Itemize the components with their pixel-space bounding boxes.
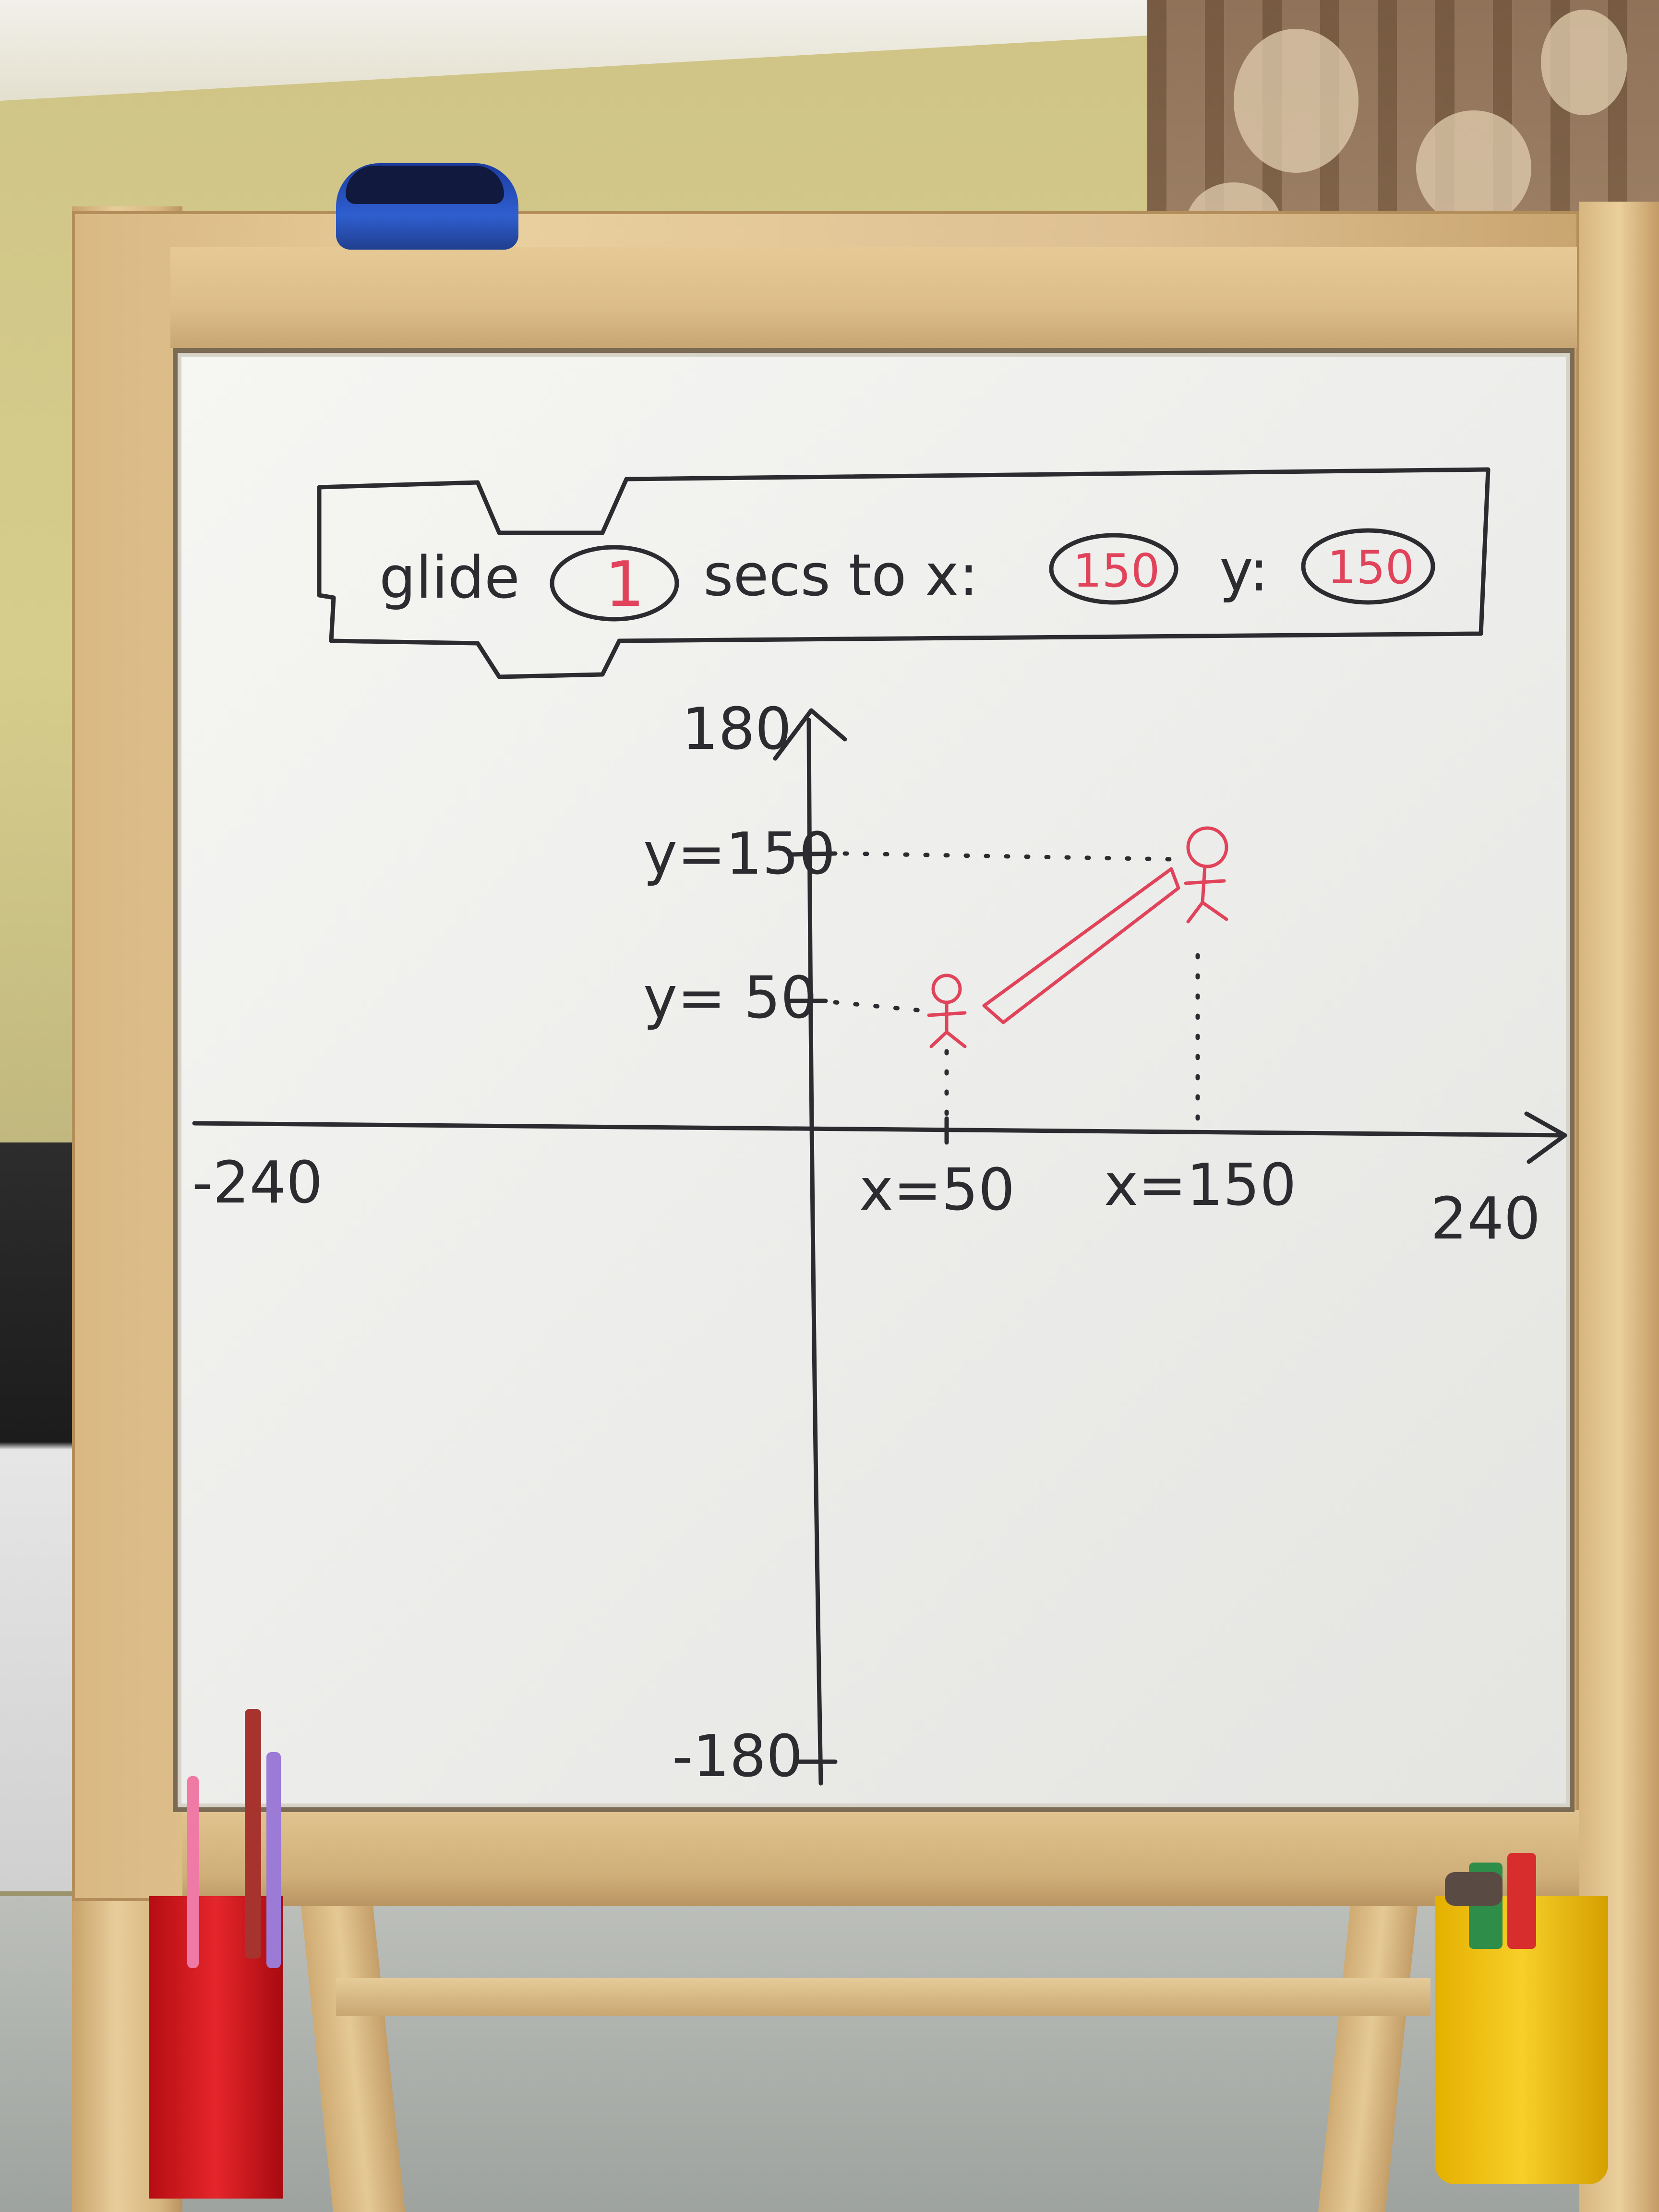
purple-marker <box>266 1752 281 1968</box>
eraser <box>1445 1872 1503 1906</box>
block-word-glide: glide <box>379 545 520 612</box>
y-axis-line <box>806 718 823 1786</box>
y-axis-arrow <box>773 708 847 761</box>
x-axis-arrow <box>1524 1111 1567 1164</box>
stapler-top <box>346 166 504 204</box>
red-marker-cup <box>149 1896 283 2199</box>
pink-marker <box>187 1776 199 1968</box>
red-marker <box>1507 1853 1536 1949</box>
x-axis-right-label: 240 <box>1431 1186 1540 1252</box>
y-value: 150 <box>1327 541 1414 594</box>
block-word-secs-to-x: secs to x: <box>703 542 978 609</box>
x50-label: x=50 <box>859 1157 1015 1224</box>
x-value: 150 <box>1073 545 1160 598</box>
pencil-in-red-cup <box>245 1709 261 1959</box>
glide-motion-trail <box>982 867 1180 1024</box>
y-axis-bottom-label: -180 <box>672 1723 803 1790</box>
y150-label: y=150 <box>643 821 836 888</box>
y-axis-top-label: 180 <box>682 696 792 763</box>
x150-label: x=150 <box>1104 1152 1297 1219</box>
sprite-start-figure <box>927 974 967 1048</box>
easel-bottom-rail <box>182 1810 1579 1906</box>
easel-top-rail <box>170 247 1577 348</box>
y150-guide-line <box>842 851 1174 862</box>
easel-right-post <box>1579 202 1659 2212</box>
y-oval[interactable] <box>1301 528 1435 605</box>
y50-label: y= 50 <box>643 965 817 1032</box>
glide-block-outline <box>317 467 1491 679</box>
secs-oval[interactable] <box>550 545 679 622</box>
sprite-end-figure <box>1184 826 1228 924</box>
easel-crossbar <box>336 1978 1431 2016</box>
block-word-y: y: <box>1219 538 1269 604</box>
secs-value: 1 <box>605 548 645 621</box>
x-axis-line <box>192 1121 1565 1138</box>
y50-guide-line <box>833 1000 924 1013</box>
x-axis-left-label: -240 <box>192 1150 323 1216</box>
whiteboard <box>173 348 1575 1812</box>
x-oval[interactable] <box>1049 533 1178 605</box>
